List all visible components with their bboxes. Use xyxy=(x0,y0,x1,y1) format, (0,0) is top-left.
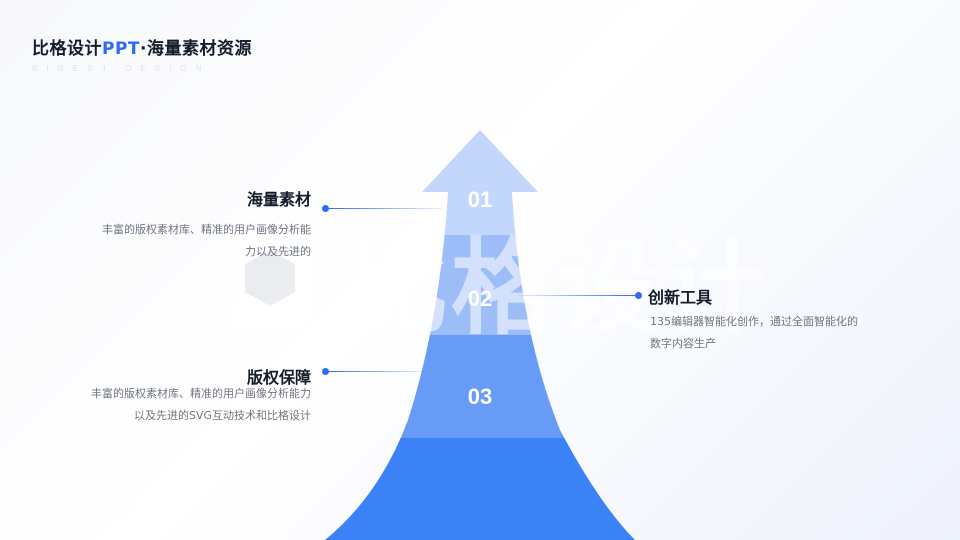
step-1-description: 丰富的版权素材库、精准的用户画像分析能力以及先进的 xyxy=(102,223,311,258)
step-3-connector-line xyxy=(329,371,424,372)
page-title: 比格设计PPT·海量素材资源 xyxy=(32,34,252,59)
step-1-title: 海量素材 xyxy=(246,190,311,209)
step-number-02: 02 xyxy=(467,286,493,311)
title-highlight: PPT xyxy=(102,39,141,59)
watermark-text: 比格设计 xyxy=(345,227,770,349)
step-number-03: 03 xyxy=(467,384,493,409)
arrow-segment-4 xyxy=(325,438,635,540)
step-3-description: 丰富的版权素材库、精准的用户画像分析能力以及先进的SVG互动技术和比格设计 xyxy=(91,387,311,422)
watermark: 比格设计 xyxy=(215,195,775,349)
step-number-01: 01 xyxy=(467,187,493,212)
step-2-connector-dot xyxy=(635,292,642,299)
step-1-connector-line xyxy=(329,208,442,209)
step-2-connector-line xyxy=(518,295,635,296)
step-2-title: 创新工具 xyxy=(648,288,713,307)
page-subtitle: BIGESJ DESIGN xyxy=(32,64,211,73)
step-2-description: 135编辑器智能化创作，通过全面智能化的数字内容生产 xyxy=(650,315,858,350)
title-prefix: 比格设计 xyxy=(32,39,102,59)
step-3-connector-dot xyxy=(322,368,329,375)
step-1-connector-dot xyxy=(322,205,329,212)
watermark-logo-icon xyxy=(225,210,315,330)
step-3-title: 版权保障 xyxy=(246,368,311,387)
title-suffix: ·海量素材资源 xyxy=(140,39,252,59)
